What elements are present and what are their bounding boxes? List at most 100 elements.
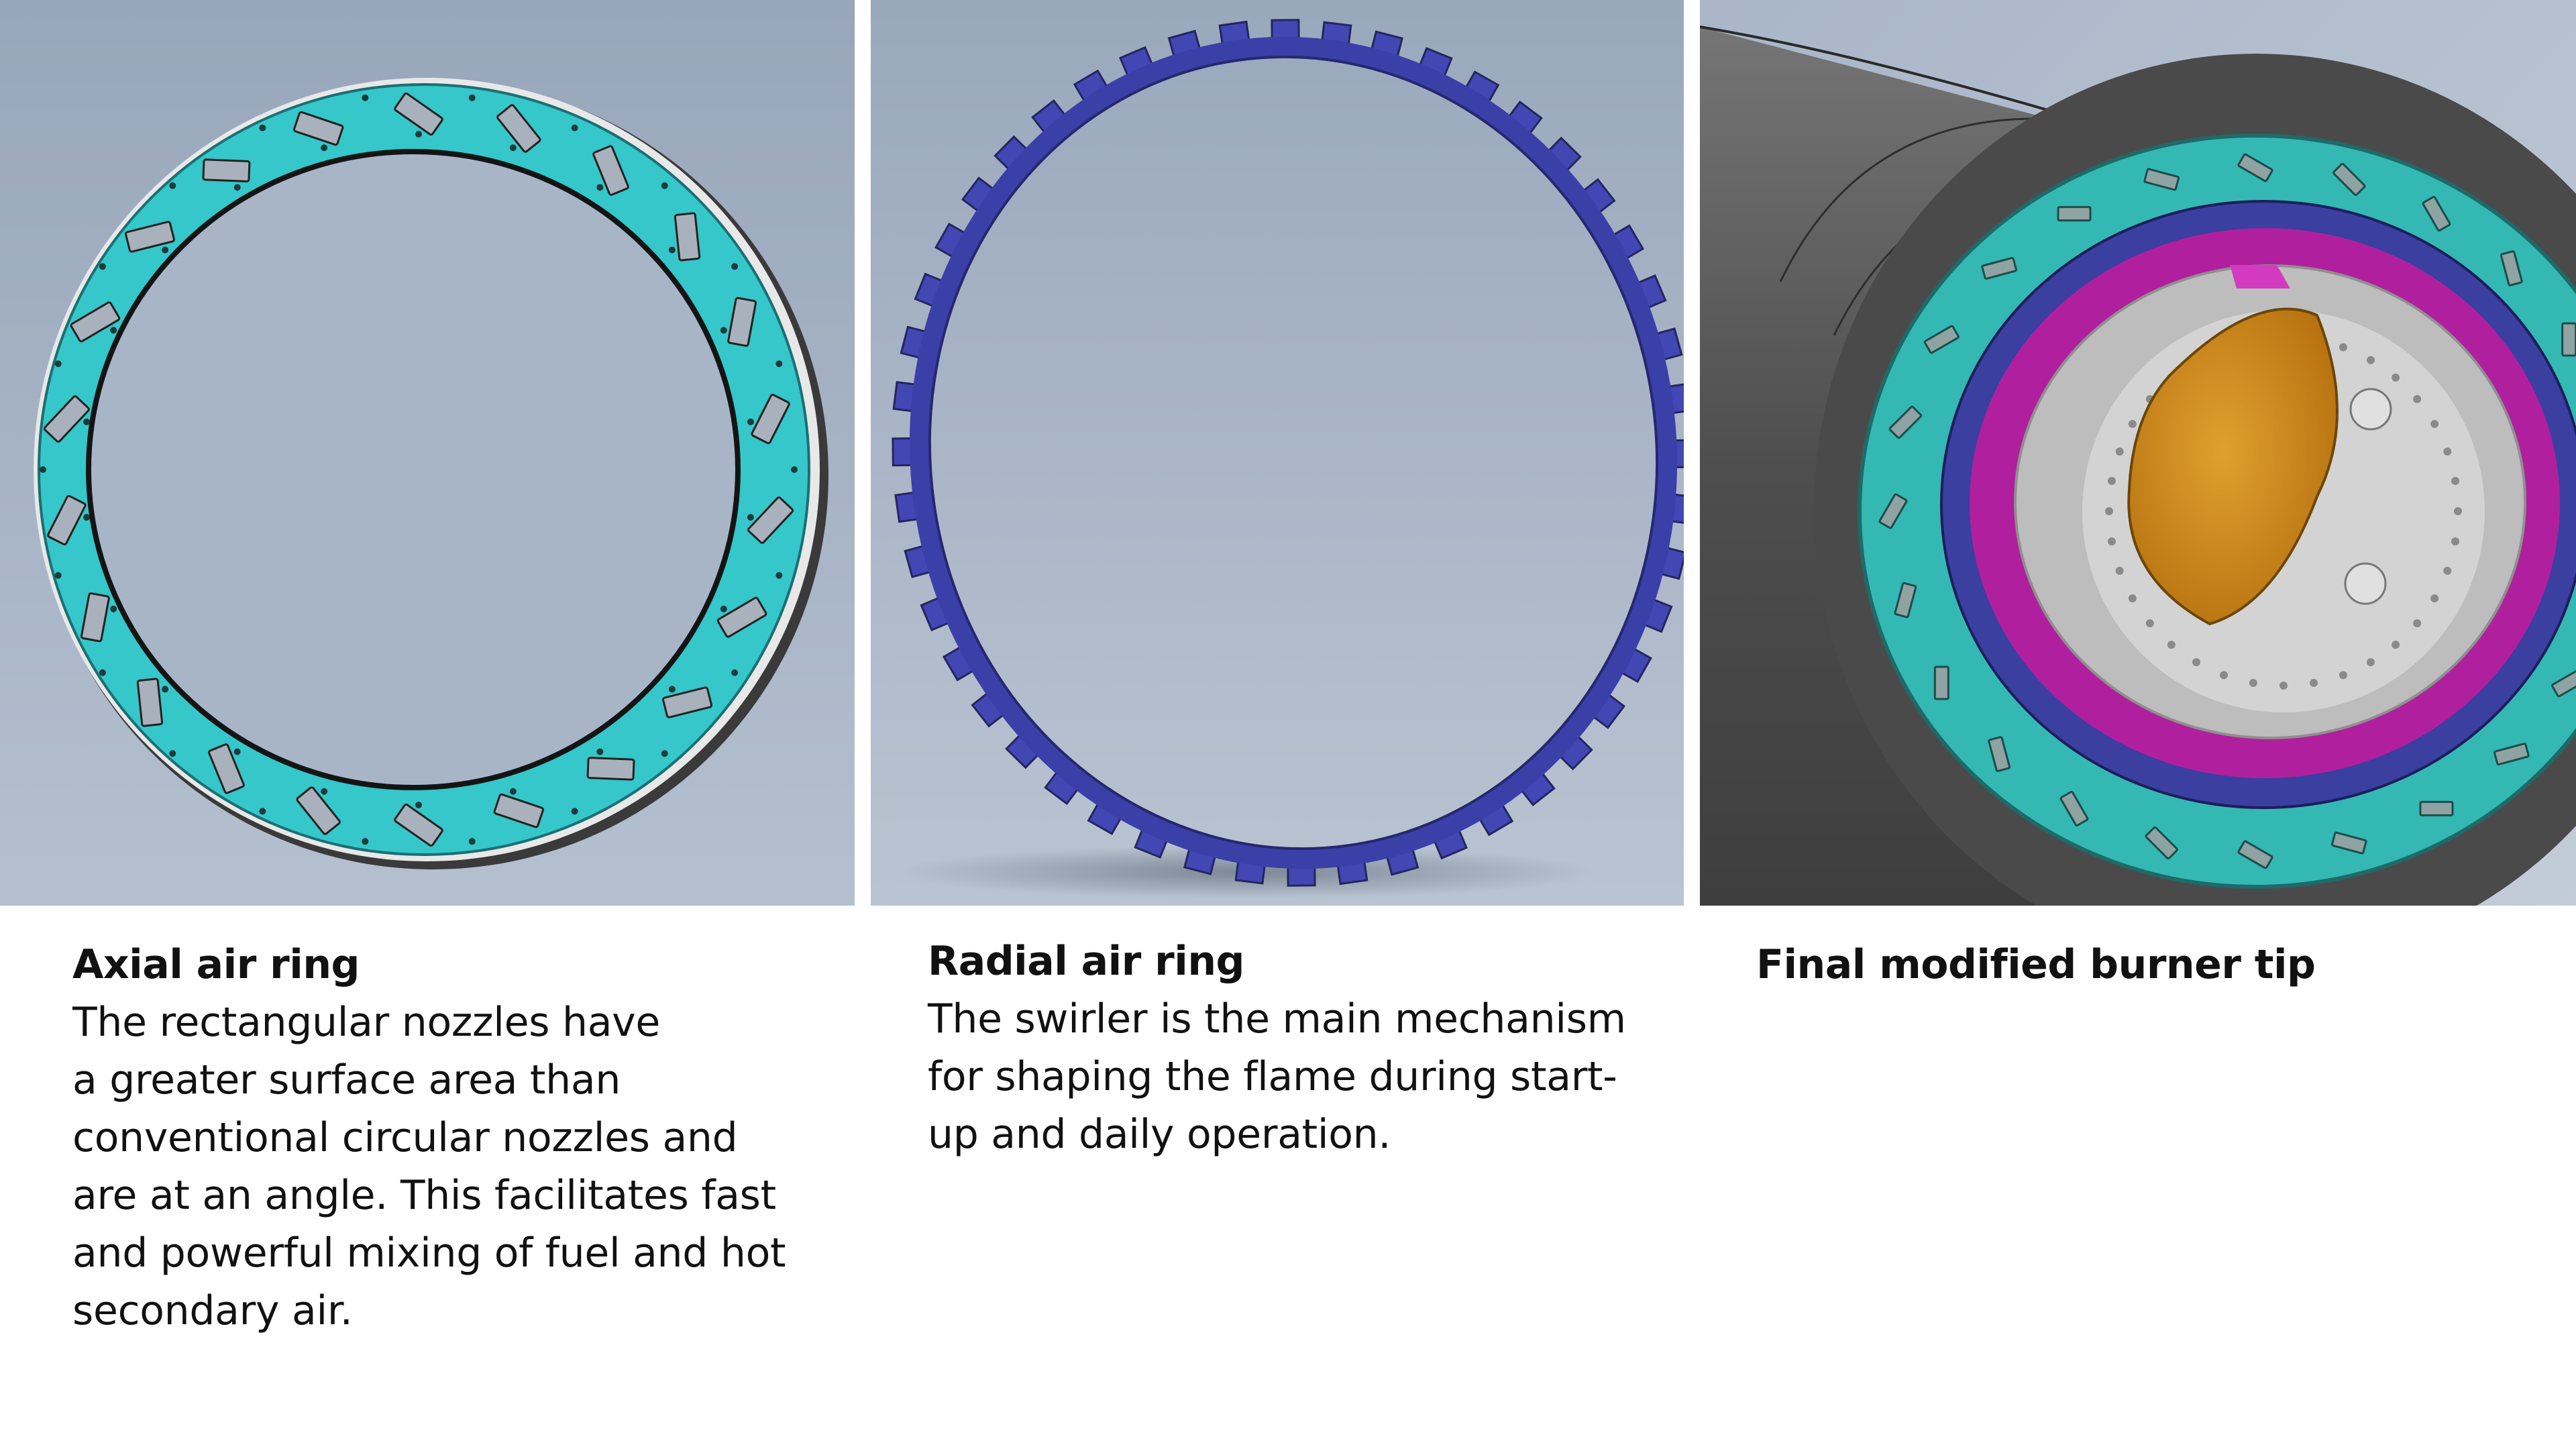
hole (2220, 671, 2229, 680)
nozzle (47, 494, 87, 546)
caption-line: up and daily operation. (928, 1111, 1391, 1158)
hole (99, 669, 106, 676)
nozzle (70, 301, 121, 343)
hole (571, 808, 578, 815)
hole (40, 466, 46, 473)
nozzle (2143, 168, 2180, 191)
hole (468, 838, 476, 845)
nozzle (1878, 493, 1908, 529)
hole (169, 182, 176, 189)
nozzle (2419, 800, 2454, 816)
hole (83, 418, 91, 425)
hole (83, 514, 91, 521)
hole (2443, 566, 2452, 575)
hole (169, 750, 176, 757)
nozzle (394, 92, 443, 136)
hole (731, 669, 739, 676)
burner-tip-image (1700, 0, 2576, 906)
nozzle (662, 686, 713, 718)
caption-title: Radial air ring (928, 938, 1245, 985)
caption-line: a greater surface area than (72, 1057, 621, 1104)
nozzle (674, 212, 701, 262)
hole (571, 124, 578, 131)
caption-title: Axial air ring (72, 941, 360, 988)
hole (2115, 447, 2124, 456)
hole (2451, 476, 2460, 485)
hole (509, 144, 517, 152)
caption-line: conventional circular nozzles and (72, 1114, 738, 1161)
axial-air-ring-caption: Axial air ring The rectangular nozzles h… (72, 936, 837, 1340)
hole (509, 788, 517, 795)
hole (233, 748, 241, 755)
hole (259, 808, 266, 815)
nozzle (496, 104, 541, 153)
nozzle (1933, 665, 1949, 700)
hole (2107, 476, 2116, 485)
hole (791, 466, 798, 473)
hole (2339, 671, 2347, 680)
nozzle (136, 678, 164, 727)
hole (362, 94, 369, 101)
nozzle (2059, 790, 2089, 826)
hole (661, 750, 668, 757)
caption-body: The rectangular nozzles have a greater s… (72, 994, 837, 1340)
hole (2413, 619, 2422, 628)
nozzle (592, 145, 629, 196)
hole (99, 263, 106, 270)
nozzle (727, 297, 757, 347)
radial-ring-band (909, 36, 1678, 869)
nozzle (1981, 257, 2017, 280)
hole (747, 418, 754, 425)
hole (2107, 537, 2116, 546)
caption-body: The swirler is the main mechanism for sh… (928, 990, 1679, 1163)
hole (2192, 658, 2200, 667)
nozzle (586, 757, 635, 781)
axial-ring-holes (40, 94, 798, 845)
nozzle (43, 395, 90, 443)
nozzle (2330, 831, 2367, 855)
caption-title: Final modified burner tip (1756, 941, 2316, 988)
caption-line: are at an angle. This facilitates fast (72, 1172, 776, 1219)
burner-tip-caption: Final modified burner tip (1756, 936, 2548, 994)
hole (596, 184, 604, 191)
hole (110, 605, 117, 612)
nozzle (2551, 668, 2576, 698)
hole (415, 131, 422, 138)
nozzle (2332, 162, 2366, 197)
nozzle (2500, 250, 2523, 286)
hole (2413, 394, 2422, 403)
hole (747, 514, 754, 521)
nozzle (2057, 206, 2092, 222)
axial-ring-opening (86, 149, 741, 790)
hole (2310, 679, 2318, 688)
hole (2454, 507, 2462, 515)
hole (2145, 619, 2154, 628)
hole (362, 838, 369, 845)
hole (321, 788, 328, 795)
hole (54, 572, 62, 579)
radial-air-ring-image (871, 0, 1684, 906)
caption-line: The swirler is the main mechanism (928, 996, 1626, 1042)
nozzle (1923, 325, 1960, 354)
hole (2105, 507, 2113, 515)
nozzle (2145, 826, 2178, 860)
hole (2128, 594, 2137, 602)
nozzle (747, 496, 794, 544)
nozzle (296, 786, 341, 835)
hole (2392, 641, 2400, 649)
hole (321, 144, 328, 152)
hole (2279, 682, 2288, 690)
hole (110, 327, 117, 334)
hole (668, 246, 676, 254)
hole (2451, 537, 2460, 546)
hole (2249, 679, 2257, 688)
nozzle (80, 592, 110, 643)
hole (162, 246, 169, 254)
hole (731, 263, 739, 270)
hole (2128, 420, 2137, 428)
nozzle (1888, 405, 1923, 439)
nozzle (292, 111, 344, 146)
hole (2367, 356, 2375, 364)
hole (2392, 373, 2400, 382)
nozzle (2493, 743, 2530, 765)
